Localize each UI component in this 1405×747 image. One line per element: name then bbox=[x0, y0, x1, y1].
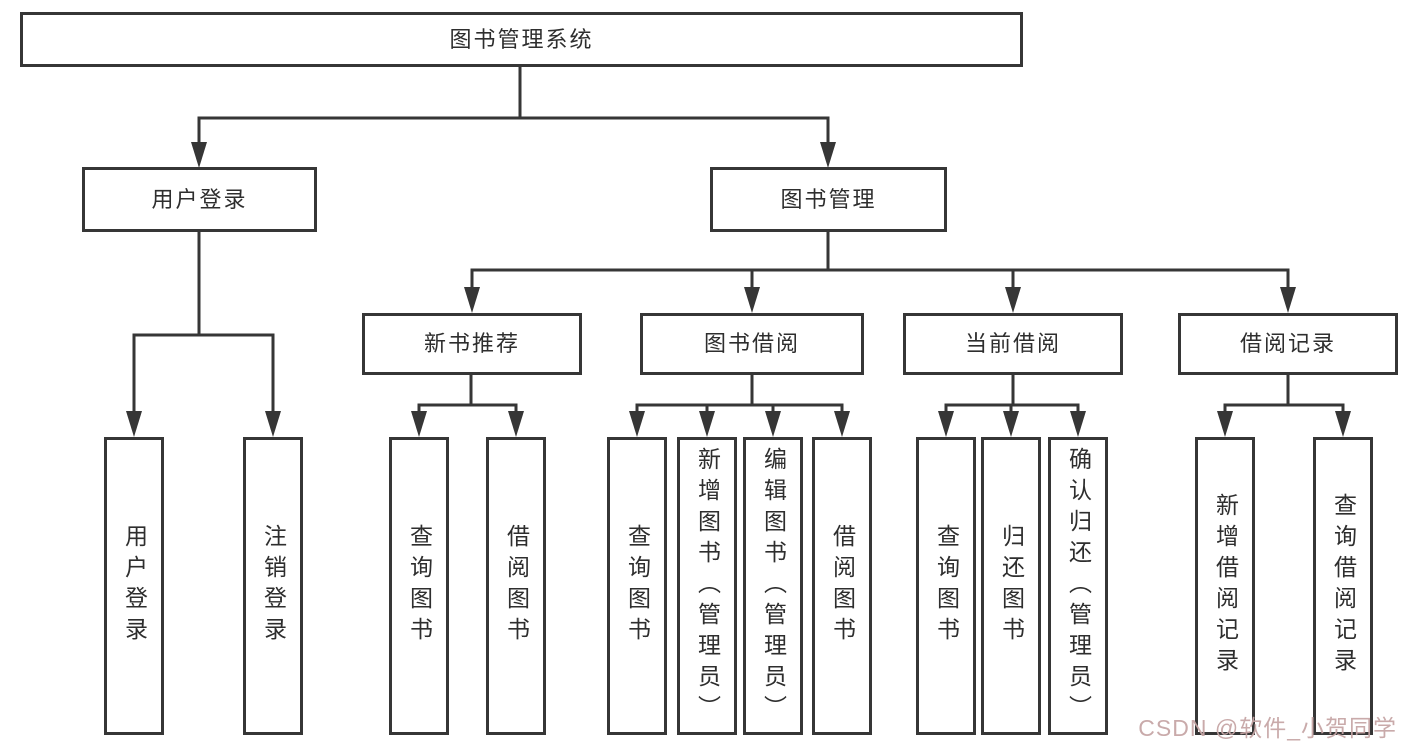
leaf-user-login-label: 用户登录 bbox=[121, 524, 148, 648]
node-root: 图书管理系统 bbox=[20, 12, 1023, 67]
node-root-label: 图书管理系统 bbox=[449, 26, 594, 52]
leaf-query-book-rec: 查询图书 bbox=[389, 437, 449, 735]
leaf-query-book-borrow: 查询图书 bbox=[607, 437, 667, 735]
leaf-add-borrow-record-label: 新增借阅记录 bbox=[1212, 493, 1239, 679]
node-current-borrow-label: 当前借阅 bbox=[964, 331, 1061, 356]
leaf-add-borrow-record: 新增借阅记录 bbox=[1195, 437, 1255, 735]
leaf-add-book-admin-label: 新增图书（管理员） bbox=[694, 446, 721, 726]
leaf-query-borrow-record: 查询借阅记录 bbox=[1313, 437, 1373, 735]
leaf-confirm-return-admin: 确认归还（管理员） bbox=[1048, 437, 1108, 735]
leaf-query-book-rec-label: 查询图书 bbox=[406, 524, 433, 648]
connector-book-mgmt-split bbox=[464, 232, 1296, 313]
leaf-borrow-book-rec: 借阅图书 bbox=[486, 437, 546, 735]
node-new-book-rec: 新书推荐 bbox=[362, 313, 582, 375]
node-book-borrow-label: 图书借阅 bbox=[703, 331, 800, 356]
node-new-book-rec-label: 新书推荐 bbox=[423, 331, 520, 356]
leaf-borrow-book-borrow-label: 借阅图书 bbox=[829, 524, 856, 648]
node-borrow-records-label: 借阅记录 bbox=[1239, 331, 1336, 356]
connector-root-split bbox=[191, 67, 836, 168]
leaf-borrow-book-rec-label: 借阅图书 bbox=[503, 524, 530, 648]
leaf-return-book-label: 归还图书 bbox=[998, 524, 1025, 648]
leaf-edit-book-admin-label: 编辑图书（管理员） bbox=[760, 446, 787, 726]
leaf-query-book-borrow-label: 查询图书 bbox=[624, 524, 651, 648]
connector-book-borrow-split bbox=[629, 375, 850, 437]
csdn-watermark: CSDN @软件_小贺同学 bbox=[1138, 715, 1397, 741]
leaf-borrow-book-borrow: 借阅图书 bbox=[812, 437, 872, 735]
node-book-mgmt-label: 图书管理 bbox=[780, 186, 877, 212]
connector-user-login-split bbox=[126, 232, 281, 437]
node-current-borrow: 当前借阅 bbox=[903, 313, 1123, 375]
leaf-query-book-current-label: 查询图书 bbox=[933, 524, 960, 648]
node-borrow-records: 借阅记录 bbox=[1178, 313, 1398, 375]
node-book-mgmt: 图书管理 bbox=[710, 167, 947, 232]
leaf-add-book-admin: 新增图书（管理员） bbox=[677, 437, 737, 735]
leaf-logout: 注销登录 bbox=[243, 437, 303, 735]
leaf-logout-label: 注销登录 bbox=[260, 524, 287, 648]
node-user-login-label: 用户登录 bbox=[151, 186, 248, 212]
leaf-return-book: 归还图书 bbox=[981, 437, 1041, 735]
node-user-login: 用户登录 bbox=[82, 167, 317, 232]
leaf-user-login: 用户登录 bbox=[104, 437, 164, 735]
leaf-edit-book-admin: 编辑图书（管理员） bbox=[743, 437, 803, 735]
leaf-query-book-current: 查询图书 bbox=[916, 437, 976, 735]
connector-current-borrow-split bbox=[938, 375, 1086, 437]
node-book-borrow: 图书借阅 bbox=[640, 313, 864, 375]
leaf-confirm-return-admin-label: 确认归还（管理员） bbox=[1065, 446, 1092, 726]
connector-new-book-rec-split bbox=[411, 375, 524, 437]
leaf-query-borrow-record-label: 查询借阅记录 bbox=[1330, 493, 1357, 679]
connector-borrow-records-split bbox=[1217, 375, 1351, 437]
